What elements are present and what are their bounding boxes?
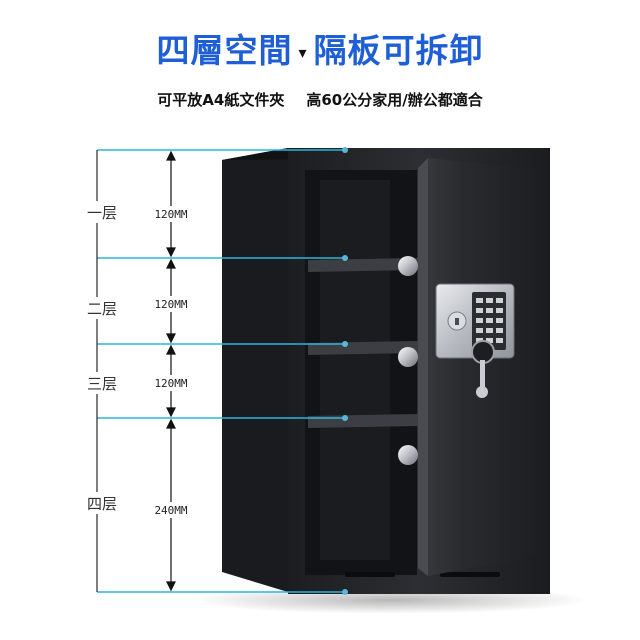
key-icon [480,360,485,390]
layer-1-height: 120MM [154,208,187,221]
shelf-1 [308,258,418,272]
bolt-icon [398,445,418,465]
layer-4-height: 240MM [154,504,187,517]
layer-3-height: 120MM [154,377,187,390]
keypad-buttons [476,298,503,343]
door-panel [418,158,540,576]
subtitle-part2: 高60公分家用/辦公都適合 [306,91,483,109]
key-head [476,386,488,398]
layer-labels: 一层 二层 三层 四层 [82,201,122,514]
layer-4-label: 四层 [87,495,117,513]
door-edge [418,158,428,576]
layer-2-label: 二层 [87,300,117,318]
headline-left: 四層空間 [156,31,293,70]
layer-1-label: 一层 [87,204,117,222]
headline-separator-icon: ▾ [298,43,308,62]
layer-heights: 120MM 120MM 120MM 240MM [140,206,202,518]
subtitle-part1: 可平放A4紙文件夾 [157,91,285,109]
safe-door [418,158,540,576]
base-slot [440,572,500,577]
shelf-3 [308,414,418,428]
height-guides [96,149,345,593]
layer-2-height: 120MM [154,298,187,311]
interior-back-wall [320,180,390,560]
layer-3-label: 三层 [87,375,117,393]
locking-bolts [398,256,418,465]
subtitle: 可平放A4紙文件夾 高60公分家用/辦公都適合 [0,89,640,110]
base-slot [345,572,395,577]
headline: 四層空間 ▾ 隔板可拆卸 [0,24,640,72]
bolt-icon [398,347,418,367]
bolt-icon [398,256,418,276]
keypad[interactable] [472,292,506,350]
headline-right: 隔板可拆卸 [313,31,484,70]
cabinet-left-side [222,148,288,592]
handle-knob-icon[interactable] [471,340,495,364]
guide-dots [342,147,348,595]
keyhole-slot [455,318,459,325]
